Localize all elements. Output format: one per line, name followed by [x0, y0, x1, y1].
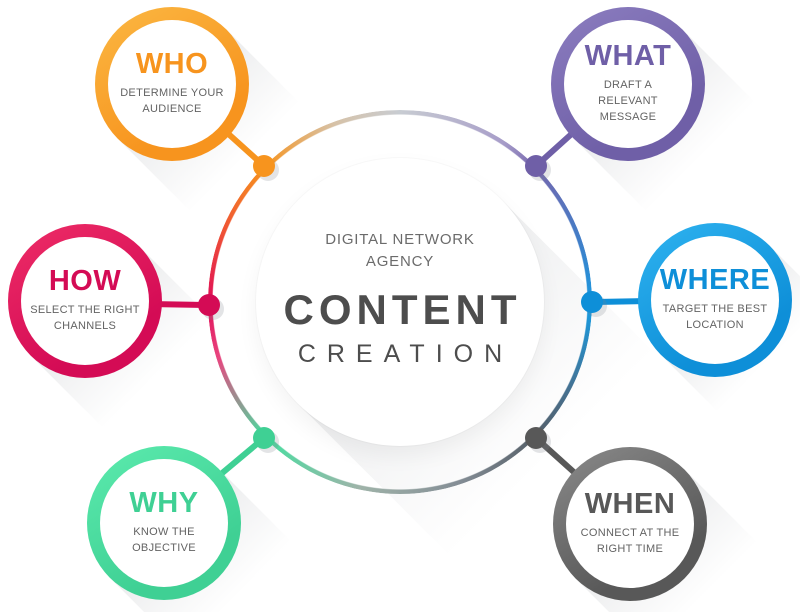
ring-dot	[198, 294, 220, 316]
node-circle-inner: WHAT DRAFT A RELEVANT MESSAGE	[564, 20, 692, 148]
node-title: WHY	[129, 487, 199, 520]
node-title: WHO	[135, 48, 209, 81]
node-subtitle: SELECT THE RIGHT CHANNELS	[30, 304, 140, 332]
ring-dot	[525, 427, 547, 449]
node-subtitle: DRAFT A RELEVANT MESSAGE	[598, 79, 658, 123]
node-subtitle: CONNECT AT THE RIGHT TIME	[580, 527, 680, 555]
ring-dot	[581, 291, 603, 313]
node-circle-inner: WHERE TARGET THE BEST LOCATION	[651, 236, 779, 364]
center-eyebrow: DIGITAL NETWORK AGENCY	[325, 231, 475, 270]
ring-dot	[253, 427, 275, 449]
node-circle-inner: WHY KNOW THE OBJECTIVE	[100, 459, 228, 587]
node-circle-inner: WHEN CONNECT AT THE RIGHT TIME	[566, 460, 694, 588]
node-circle: WHY KNOW THE OBJECTIVE	[87, 446, 241, 600]
node-subtitle: KNOW THE OBJECTIVE	[132, 526, 196, 554]
center-title: CONTENT	[283, 285, 522, 333]
node-title: WHAT	[584, 40, 672, 73]
node-circle-inner: HOW SELECT THE RIGHT CHANNELS	[21, 237, 149, 365]
node-subtitle: DETERMINE YOUR AUDIENCE	[120, 87, 224, 115]
center-subtitle: CREATION	[297, 339, 514, 368]
node-circle: HOW SELECT THE RIGHT CHANNELS	[8, 224, 162, 378]
ring-dot	[253, 155, 275, 177]
node-circle: WHERE TARGET THE BEST LOCATION	[638, 223, 792, 377]
center-text-stack: DIGITAL NETWORK AGENCY CONTENT CREATION	[284, 229, 517, 367]
node-circle-inner: WHO DETERMINE YOUR AUDIENCE	[108, 20, 236, 148]
node-title: WHEN	[584, 488, 676, 521]
center-circle: DIGITAL NETWORK AGENCY CONTENT CREATION	[256, 158, 544, 446]
node-title: WHERE	[659, 264, 771, 297]
node-circle: WHAT DRAFT A RELEVANT MESSAGE	[551, 7, 705, 161]
node-circle: WHEN CONNECT AT THE RIGHT TIME	[553, 447, 707, 601]
node-circle: WHO DETERMINE YOUR AUDIENCE	[95, 7, 249, 161]
node-title: HOW	[48, 265, 122, 298]
node-subtitle: TARGET THE BEST LOCATION	[662, 303, 768, 331]
ring-dot	[525, 155, 547, 177]
